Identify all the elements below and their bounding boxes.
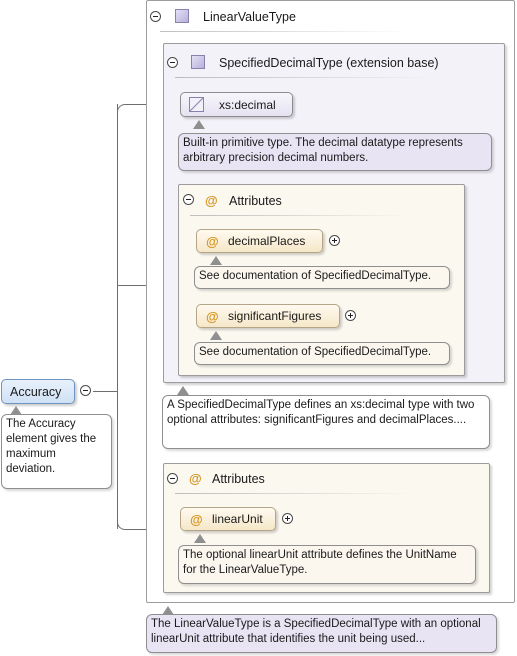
- decimal-places-doc-note: See documentation of SpecifiedDecimalTyp…: [194, 266, 450, 289]
- linear-value-type-doc-pointer: [162, 606, 174, 615]
- xs-decimal-doc-note: Built-in primitive type. The decimal dat…: [178, 133, 492, 171]
- attribute-linear-unit-name: linearUnit: [212, 512, 263, 526]
- title-separator: [160, 31, 410, 32]
- root-doc-pointer: [10, 406, 22, 415]
- decimal-places-doc-text: See documentation of SpecifiedDecimalTyp…: [199, 270, 432, 282]
- connector-root-stub: [93, 391, 117, 392]
- complex-type-icon: [191, 55, 205, 69]
- root-element-box[interactable]: Accuracy: [1, 379, 75, 404]
- connector-curve-bottom: [117, 518, 129, 530]
- specified-decimal-type-title: SpecifiedDecimalType (extension base): [219, 56, 439, 70]
- linear-value-type-title: LinearValueType: [203, 10, 296, 24]
- attribute-significant-figures-box[interactable]: @ significantFigures: [196, 304, 340, 328]
- linear-value-type-doc-note: The LinearValueType is a SpecifiedDecima…: [146, 614, 497, 653]
- complex-type-icon: [175, 9, 189, 23]
- outer-attributes-title: Attributes: [212, 472, 265, 486]
- connector-curve-top: [117, 104, 129, 116]
- attribute-linear-unit-box[interactable]: @ linearUnit: [180, 507, 276, 531]
- expand-icon[interactable]: [329, 235, 340, 246]
- root-element-name: Accuracy: [10, 385, 62, 399]
- attribute-significant-figures-name: significantFigures: [228, 309, 322, 323]
- decimal-places-doc-pointer: [210, 256, 222, 265]
- attribute-icon: @: [189, 471, 202, 486]
- title-separator: [190, 215, 410, 216]
- simple-type-icon: [189, 97, 204, 112]
- attribute-icon: @: [206, 309, 219, 324]
- root-doc-text: The Accuracy element gives the maximum d…: [6, 418, 97, 475]
- significant-figures-doc-text: See documentation of SpecifiedDecimalTyp…: [199, 346, 432, 358]
- collapse-icon[interactable]: [150, 11, 161, 22]
- linear-unit-doc-note: The optional linearUnit attribute define…: [178, 545, 476, 584]
- linear-unit-doc-text: The optional linearUnit attribute define…: [183, 549, 457, 576]
- expand-icon[interactable]: [282, 513, 293, 524]
- root-doc-note: The Accuracy element gives the maximum d…: [1, 414, 112, 489]
- specified-decimal-type-doc-pointer: [177, 386, 189, 395]
- collapse-icon[interactable]: [183, 194, 194, 205]
- expand-icon[interactable]: [345, 310, 356, 321]
- attribute-icon: @: [206, 234, 219, 249]
- title-separator: [175, 493, 415, 494]
- connector-trunk: [117, 104, 118, 529]
- significant-figures-doc-note: See documentation of SpecifiedDecimalTyp…: [194, 342, 450, 365]
- xs-decimal-doc-text: Built-in primitive type. The decimal dat…: [183, 137, 463, 164]
- linear-unit-doc-pointer: [194, 534, 206, 543]
- title-separator: [175, 77, 435, 78]
- xs-decimal-label: xs:decimal: [219, 98, 276, 112]
- collapse-icon[interactable]: [80, 385, 91, 396]
- collapse-icon[interactable]: [167, 57, 178, 68]
- specified-decimal-type-doc-text: A SpecifiedDecimalType defines an xs:dec…: [167, 399, 475, 426]
- xs-decimal-doc-pointer: [193, 120, 205, 129]
- significant-figures-doc-pointer: [210, 331, 222, 340]
- inner-attributes-title: Attributes: [229, 194, 282, 208]
- specified-decimal-type-doc-note: A SpecifiedDecimalType defines an xs:dec…: [162, 395, 490, 449]
- attribute-decimal-places-name: decimalPlaces: [228, 234, 306, 248]
- attribute-icon: @: [190, 512, 203, 527]
- attribute-icon: @: [205, 193, 218, 208]
- xs-decimal-box[interactable]: xs:decimal: [180, 92, 293, 117]
- linear-value-type-doc-text: The LinearValueType is a SpecifiedDecima…: [151, 618, 481, 645]
- attribute-decimal-places-box[interactable]: @ decimalPlaces: [196, 229, 323, 253]
- collapse-icon[interactable]: [167, 473, 178, 484]
